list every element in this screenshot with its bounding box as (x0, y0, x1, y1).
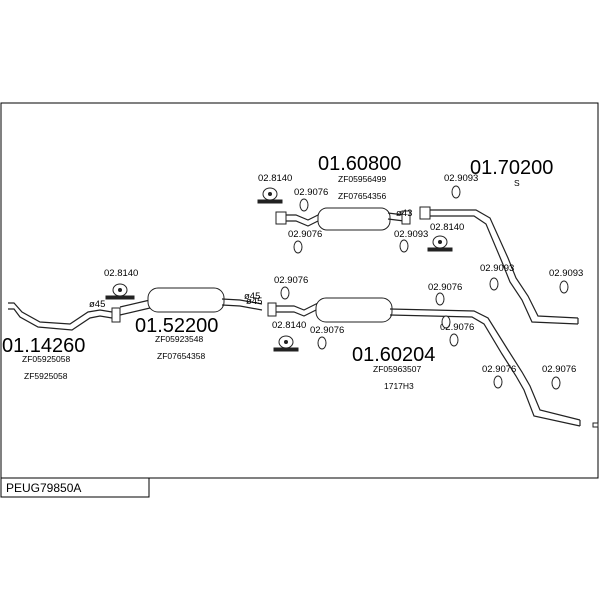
accessory-label: 02.8140 (430, 222, 464, 233)
silencer-01-60204 (267, 297, 581, 427)
rubber-mount-icon (399, 239, 409, 253)
diagram-frame (0, 102, 599, 479)
accessory-label: 02.9076 (482, 364, 516, 375)
rubber-mount-icon (317, 336, 327, 350)
clamp-icon (105, 283, 135, 300)
ref-number: ZF07654356 (338, 191, 386, 201)
accessory-label: 02.8140 (104, 268, 138, 279)
part-number-01-52200: 01.52200 (135, 315, 218, 337)
part-number-01-60204: 01.60204 (352, 344, 435, 366)
ref-number: ZF05923548 (155, 334, 203, 344)
accessory-label: 02.9076 (310, 325, 344, 336)
ref-number: S (514, 178, 520, 188)
ref-number: ZF07654358 (157, 351, 205, 361)
accessory-label: 02.9093 (549, 268, 583, 279)
diagram-code: PEUG79850A (6, 481, 81, 495)
accessory-label: 02.9076 (440, 322, 474, 333)
accessory-label: 02.9093 (394, 229, 428, 240)
rubber-mount-icon (435, 292, 445, 306)
clamp-icon (427, 235, 453, 252)
accessory-label: 02.9076 (274, 275, 308, 286)
accessory-label: 02.9076 (428, 282, 462, 293)
accessory-label: 02.9076 (294, 187, 328, 198)
diameter-label: ø43 (396, 208, 412, 219)
clamp-icon (273, 335, 299, 352)
accessory-label: 02.9093 (480, 263, 514, 274)
ref-number: ZF05925058 (22, 354, 70, 364)
accessory-label: 02.8140 (272, 320, 306, 331)
code-box (0, 477, 150, 498)
clamp-icon (257, 187, 283, 204)
rubber-mount-icon (441, 315, 451, 329)
diameter-label: ø45 (246, 296, 262, 307)
silencer-01-60800 (275, 207, 411, 231)
accessory-label: 02.9076 (542, 364, 576, 375)
rubber-mount-icon (493, 375, 503, 389)
diameter-label: ø45 (244, 291, 260, 302)
pipe-end-marker (592, 422, 599, 428)
diameter-label: ø45 (89, 299, 105, 310)
rubber-mount-icon (451, 185, 461, 199)
rubber-mount-icon (449, 333, 459, 347)
rubber-mount-icon (280, 286, 290, 300)
ref-number: ZF05956499 (338, 174, 386, 184)
rubber-mount-icon (293, 240, 303, 254)
rubber-mount-icon (489, 277, 499, 291)
part-number-01-70200: 01.70200 (470, 157, 553, 179)
rubber-mount-icon (299, 198, 309, 212)
accessory-label: 02.9093 (444, 173, 478, 184)
part-number-01-14260: 01.14260 (2, 335, 85, 357)
rubber-mount-icon (551, 376, 561, 390)
middle-silencer-01-52200 (119, 287, 263, 316)
part-number-01-60800: 01.60800 (318, 153, 401, 175)
ref-number: 1717H3 (384, 381, 414, 391)
ref-number: ZF05963507 (373, 364, 421, 374)
tail-pipe-01-70200 (419, 206, 579, 325)
accessory-label: 02.8140 (258, 173, 292, 184)
ref-number: ZF5925058 (24, 371, 68, 381)
rubber-mount-icon (559, 280, 569, 294)
accessory-label: 02.9076 (288, 229, 322, 240)
